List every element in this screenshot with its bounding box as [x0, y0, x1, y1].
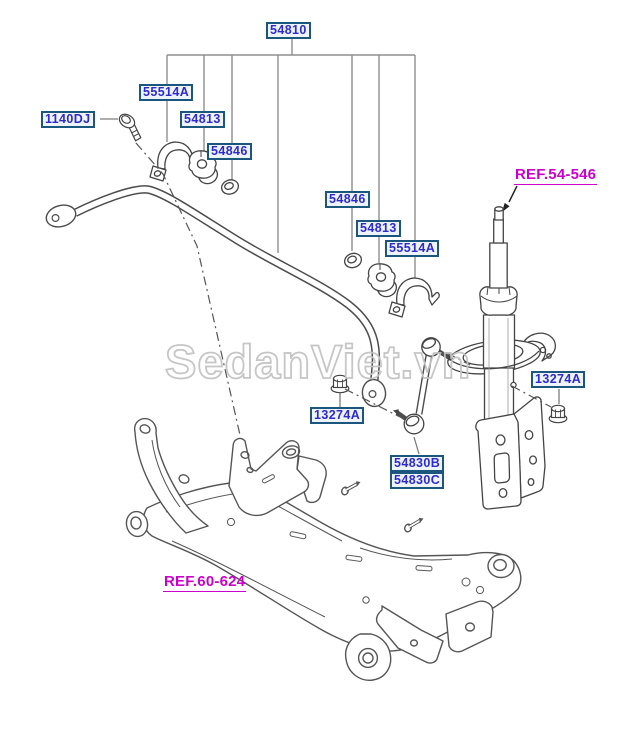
- stabilizer-bushing-drawing: [367, 263, 400, 300]
- part-label-1140dj[interactable]: 1140DJ: [41, 111, 95, 128]
- part-label-54813-left[interactable]: 54813: [180, 111, 225, 128]
- part-label-54830b[interactable]: 54830B: [390, 455, 445, 472]
- part-label-54846-left[interactable]: 54846: [207, 143, 252, 160]
- part-label-54846-right[interactable]: 54846: [325, 191, 370, 208]
- part-label-13274a-right[interactable]: 13274A: [531, 371, 586, 388]
- flange-nut-drawing: [548, 404, 568, 424]
- stabilizer-clamp-drawing: [388, 277, 440, 318]
- part-label-55514a-right[interactable]: 55514A: [385, 240, 440, 257]
- bolt-drawing: [118, 113, 142, 142]
- stabilizer-link-drawing: [393, 337, 454, 435]
- leader-lines: [100, 118, 560, 455]
- part-label-13274a-left[interactable]: 13274A: [310, 407, 365, 424]
- ref-label-60-624[interactable]: REF.60-624: [163, 573, 247, 592]
- stabilizer-ring-drawing: [342, 250, 364, 271]
- subframe-stud: [404, 517, 424, 533]
- stabilizer-bar-drawing: [45, 185, 387, 408]
- part-label-54813-right[interactable]: 54813: [356, 220, 401, 237]
- ref-label-54-546[interactable]: REF.54-546: [514, 166, 598, 185]
- subframe-crossmember-drawing: [125, 417, 522, 681]
- stabilizer-ring-drawing: [220, 179, 240, 195]
- dash-dot-lines: [135, 142, 552, 436]
- part-label-54810[interactable]: 54810: [266, 22, 311, 39]
- strut-assembly-drawing: [447, 206, 557, 510]
- subframe-stud: [341, 481, 361, 496]
- part-label-55514a-left[interactable]: 55514A: [139, 84, 194, 101]
- part-label-54830c[interactable]: 54830C: [390, 472, 445, 489]
- flange-nut-drawing: [330, 374, 350, 394]
